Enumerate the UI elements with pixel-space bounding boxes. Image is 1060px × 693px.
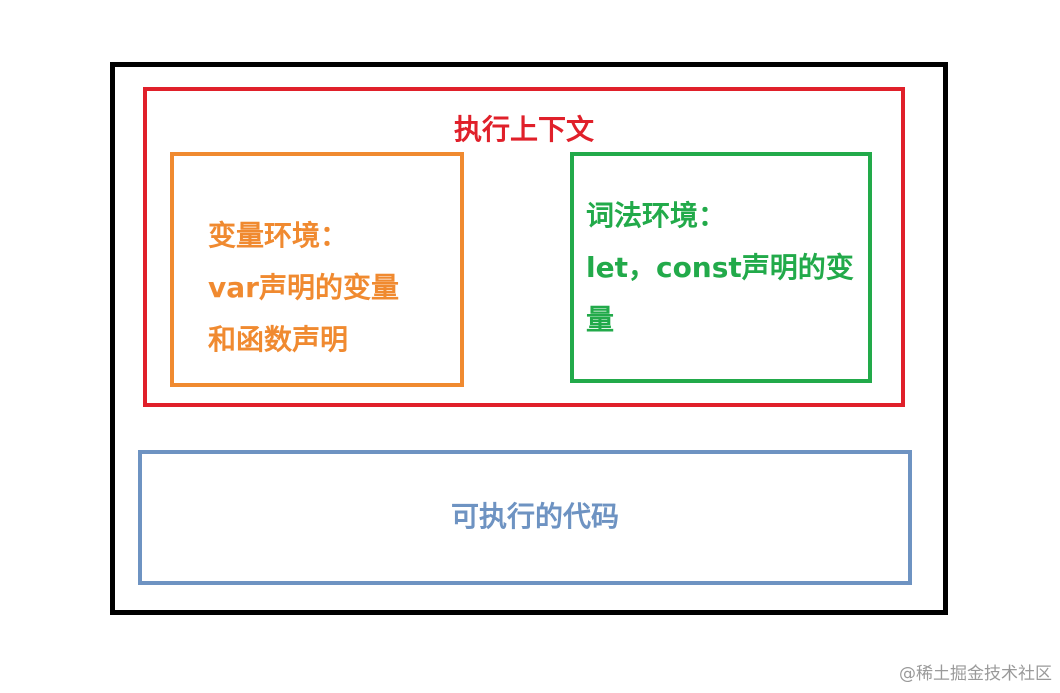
lexical-environment-line-3: 量	[586, 303, 615, 336]
executable-code-box	[138, 450, 912, 585]
lexical-environment-box	[570, 152, 872, 383]
lexical-environment-line-2: let，const声明的变	[586, 251, 854, 284]
watermark-text: @稀土掘金技术社区	[899, 664, 1052, 684]
variable-environment-box	[170, 152, 464, 387]
variable-environment-line-3: 和函数声明	[208, 323, 349, 356]
variable-environment-line-2: var声明的变量	[208, 271, 399, 304]
execution-context-title: 执行上下文	[453, 113, 594, 146]
variable-environment-line-1: 变量环境：	[208, 219, 349, 252]
lexical-environment-text: 词法环境： let，const声明的变 量	[586, 190, 864, 346]
outer-frame	[110, 62, 948, 615]
executable-code-label: 可执行的代码	[450, 500, 619, 533]
lexical-environment-line-1: 词法环境：	[586, 199, 727, 232]
execution-context-box	[143, 87, 905, 407]
variable-environment-text: 变量环境： var声明的变量 和函数声明	[208, 210, 448, 366]
